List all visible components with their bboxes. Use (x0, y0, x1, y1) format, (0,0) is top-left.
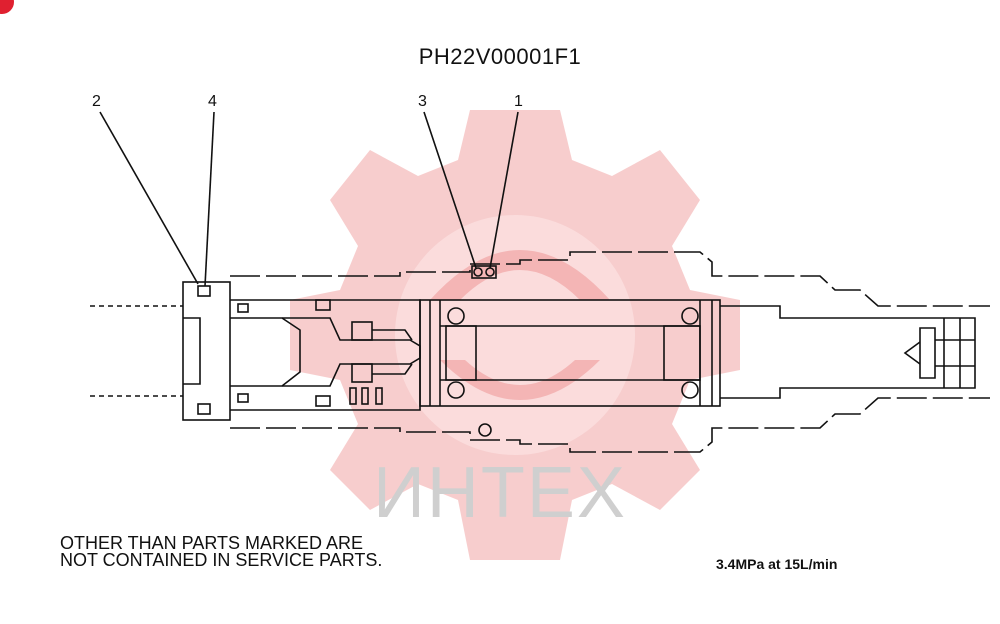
note-line-2: NOT CONTAINED IN SERVICE PARTS. (60, 550, 383, 570)
callout-3: 3 (418, 93, 427, 110)
watermark-text: ИНТЕХ (373, 453, 627, 533)
drawing-title: PH22V00001F1 (418, 44, 582, 69)
callout-2: 2 (92, 93, 101, 110)
callout-4: 4 (208, 93, 217, 110)
callout-1: 1 (514, 93, 523, 110)
note-line-1: OTHER THAN PARTS MARKED ARE (60, 533, 364, 553)
service-parts-note: OTHER THAN PARTS MARKED ARE NOT CONTAINE… (60, 533, 383, 570)
pressure-spec: 3.4MPa at 15L/min (716, 556, 838, 572)
